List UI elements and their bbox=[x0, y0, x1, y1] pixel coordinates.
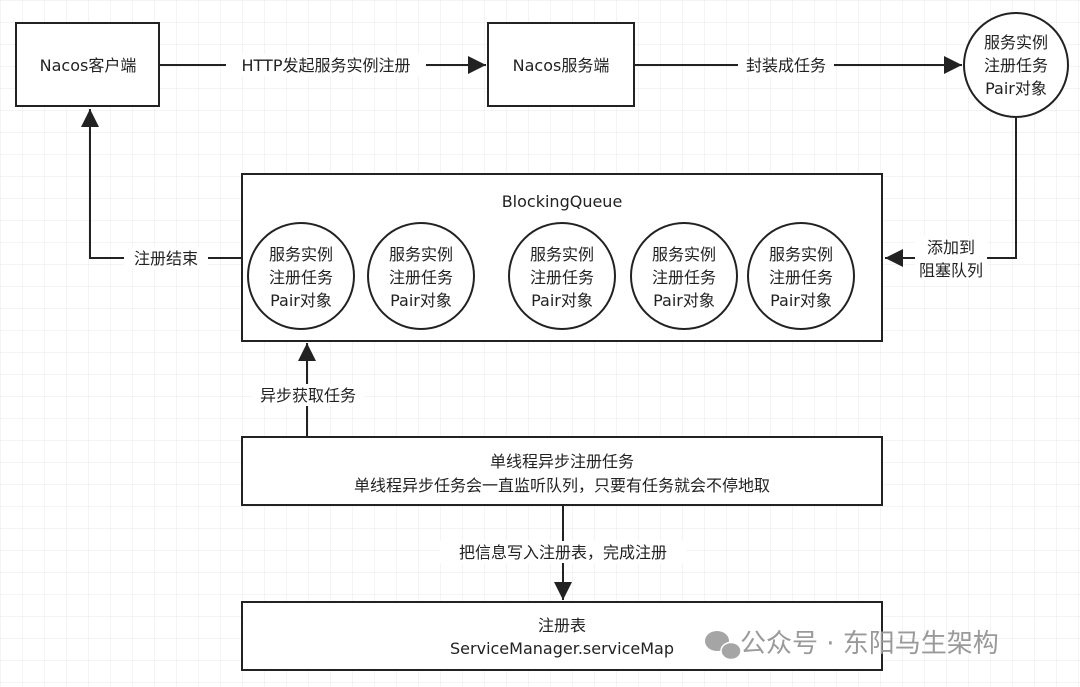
svg-text:注册任务: 注册任务 bbox=[652, 268, 716, 287]
client-node bbox=[15, 22, 160, 107]
svg-text:注册任务: 注册任务 bbox=[269, 268, 333, 287]
pair-node bbox=[963, 12, 1069, 118]
queue-item bbox=[747, 222, 855, 330]
server-label: Nacos服务端 bbox=[513, 56, 610, 75]
svg-text:服务实例: 服务实例 bbox=[269, 245, 333, 264]
svg-text:Pair对象: Pair对象 bbox=[653, 291, 715, 310]
client-label: Nacos客户端 bbox=[40, 56, 137, 75]
queue-item-label: 服务实例 注册任务 Pair对象 服务实例 注册任务 Pair对象 服务实例 注… bbox=[269, 245, 833, 310]
registry-desc: ServiceManager.serviceMap bbox=[450, 639, 674, 658]
edge-label-fetch: 异步获取任务 bbox=[260, 386, 356, 405]
queue-title: BlockingQueue bbox=[502, 192, 623, 211]
svg-text:Pair对象: Pair对象 bbox=[531, 291, 593, 310]
svg-text:服务实例: 服务实例 bbox=[530, 245, 594, 264]
edge-label-done: 注册结束 bbox=[134, 249, 198, 268]
svg-text:Pair对象: Pair对象 bbox=[770, 291, 832, 310]
svg-text:服务实例: 服务实例 bbox=[389, 245, 453, 264]
edge-label-wrap: 封装成任务 bbox=[746, 56, 826, 75]
server-node bbox=[487, 22, 635, 107]
async-task-node bbox=[241, 436, 883, 506]
svg-text:注册任务: 注册任务 bbox=[389, 268, 453, 287]
svg-text:注册任务: 注册任务 bbox=[530, 268, 594, 287]
queue-item bbox=[247, 222, 355, 330]
queue-item bbox=[367, 222, 475, 330]
edge-label-http: HTTP发起服务实例注册 bbox=[242, 56, 411, 75]
wechat-icon bbox=[705, 631, 742, 661]
queue-item bbox=[630, 222, 738, 330]
pair-label: Pair对象 bbox=[985, 79, 1047, 98]
task-desc: 单线程异步任务会一直监听队列，只要有任务就会不停地取 bbox=[354, 476, 770, 495]
watermark: 公众号 · 东阳马生架构 bbox=[705, 629, 999, 661]
registry-title: 注册表 bbox=[538, 616, 586, 635]
svg-text:服务实例: 服务实例 bbox=[652, 245, 716, 264]
svg-text:Pair对象: Pair对象 bbox=[390, 291, 452, 310]
edge-label-add: 添加到 bbox=[927, 238, 975, 257]
edge-label-add: 阻塞队列 bbox=[919, 261, 983, 280]
task-title: 单线程异步注册任务 bbox=[490, 452, 634, 471]
pair-label: 注册任务 bbox=[984, 56, 1048, 75]
svg-text:公众号 · 东阳马生架构: 公众号 · 东阳马生架构 bbox=[740, 629, 999, 659]
pair-label: 服务实例 bbox=[984, 33, 1048, 52]
queue-item bbox=[508, 222, 616, 330]
svg-text:注册任务: 注册任务 bbox=[769, 268, 833, 287]
registry-node bbox=[241, 601, 883, 671]
svg-text:Pair对象: Pair对象 bbox=[270, 291, 332, 310]
edge-label-write: 把信息写入注册表，完成注册 bbox=[459, 543, 667, 562]
svg-text:服务实例: 服务实例 bbox=[769, 245, 833, 264]
